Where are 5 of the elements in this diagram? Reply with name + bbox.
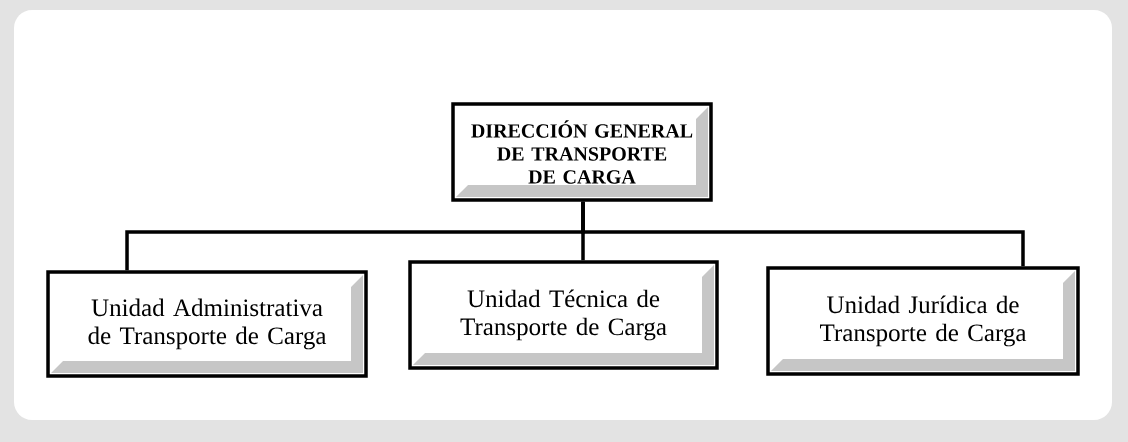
unit-box: Unidad Jurídica de Transporte de Carga (766, 266, 1080, 376)
unit-box: Unidad Técnica de Transporte de Carga (408, 260, 719, 370)
director-box: DIRECCIÓN GENERAL DE TRANSPORTE DE CARGA (451, 102, 713, 202)
unit-box: Unidad Administrativa de Transporte de Carga (46, 270, 368, 378)
connector-line (581, 201, 1025, 267)
